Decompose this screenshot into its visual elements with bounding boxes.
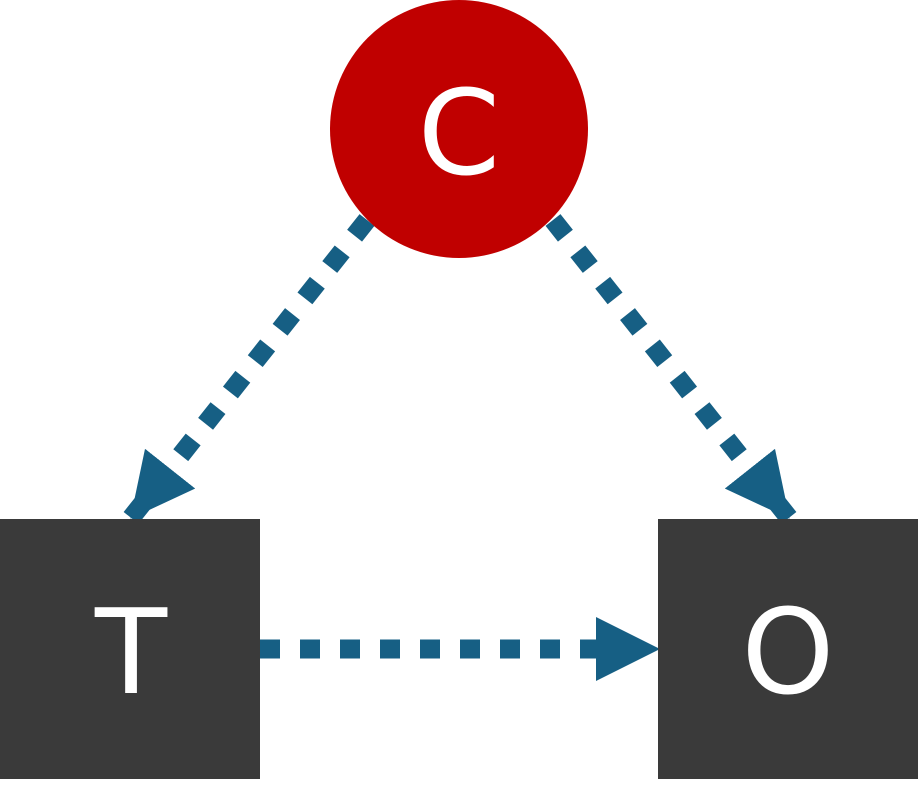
edge-c-to-t xyxy=(123,214,375,524)
node-outcome: O xyxy=(658,519,918,779)
confounder-circle xyxy=(330,0,588,258)
treatment-box xyxy=(0,519,260,779)
node-confounder: C xyxy=(330,0,588,258)
edges-group xyxy=(123,214,797,681)
edge-c-to-o xyxy=(545,214,797,524)
node-treatment: T xyxy=(0,519,260,779)
confounder-label: C xyxy=(418,64,500,202)
outcome-box xyxy=(658,519,918,779)
treatment-label: T xyxy=(94,583,168,721)
outcome-label: O xyxy=(742,583,835,721)
